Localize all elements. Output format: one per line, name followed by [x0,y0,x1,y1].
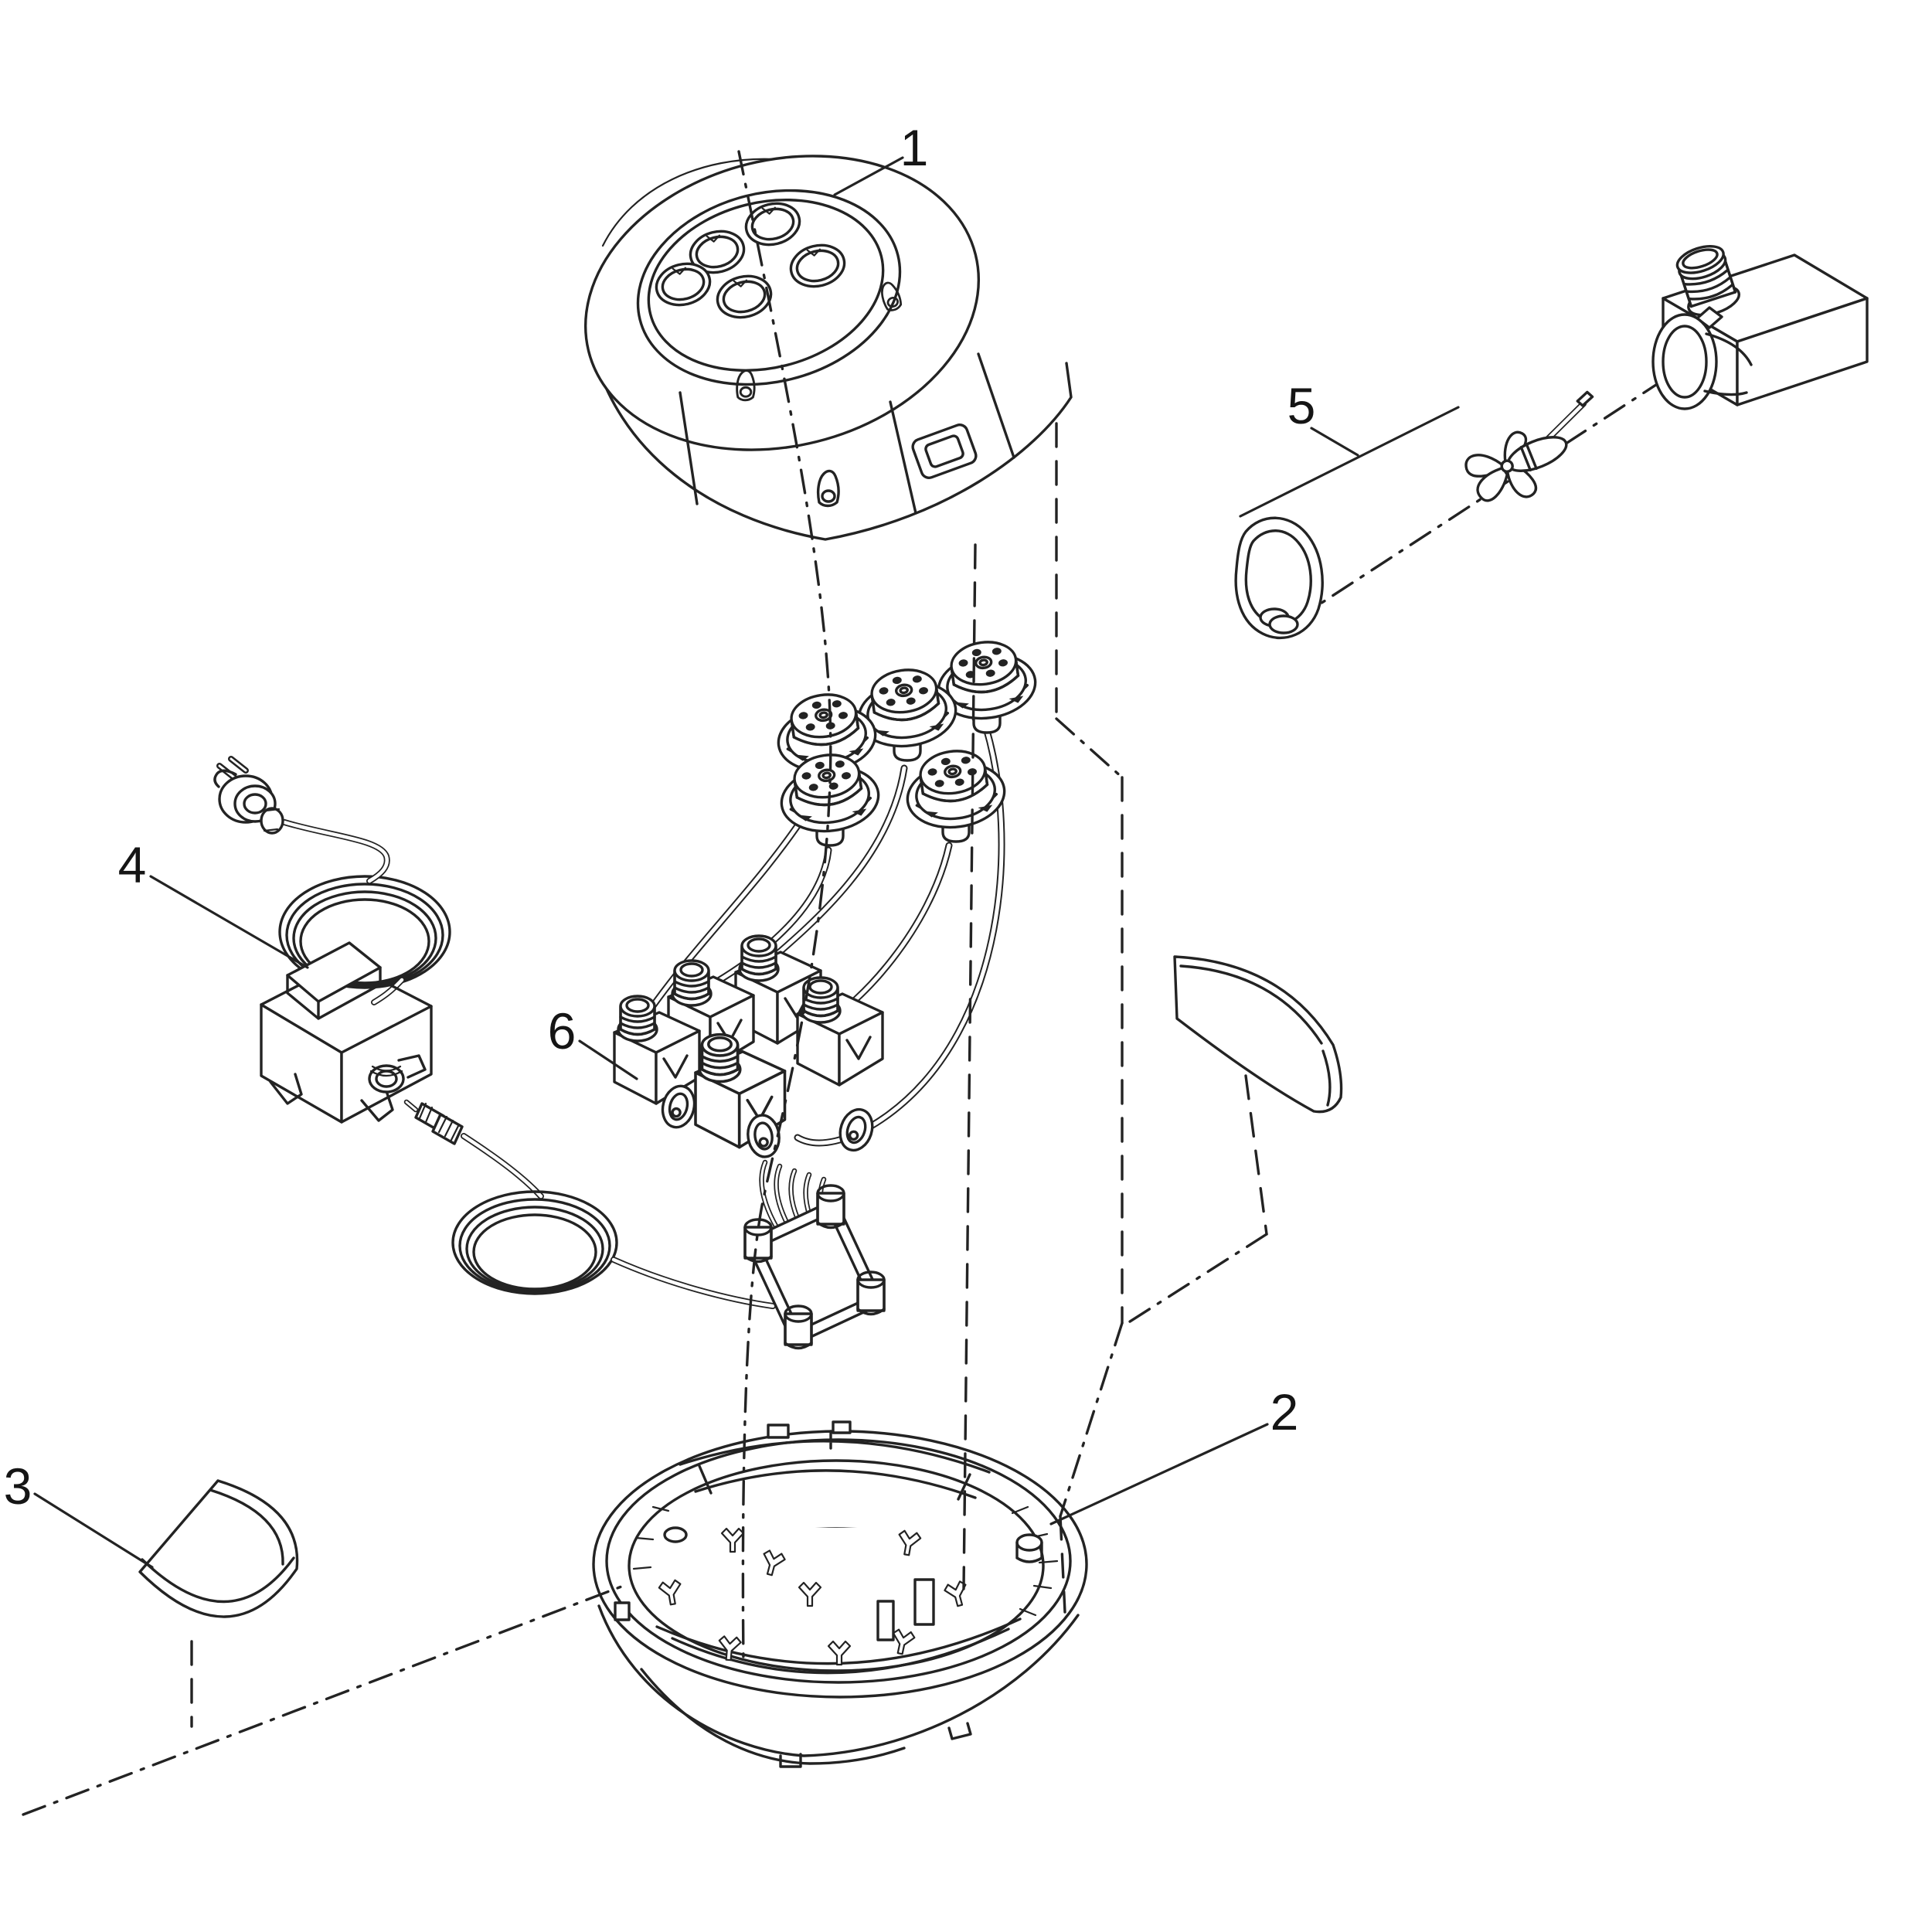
cable-connector [403,1099,464,1145]
callout-leader-6 [578,1039,638,1080]
cable-coil-1 [278,875,451,989]
low-voltage-port [368,1054,427,1094]
cover-ring [636,189,902,386]
callout-label-6: 6 [548,1002,577,1060]
callout-leader-1 [833,156,904,196]
mount-foot [360,1090,394,1122]
pump-cover [1234,516,1324,640]
part-basin [592,1420,1088,1768]
guide-float-right [1244,1074,1268,1236]
cover-port [911,423,978,479]
callout-label-3: 3 [4,1458,32,1515]
cover-skirt [590,345,1073,541]
pump-outlet-neck [1675,244,1740,317]
part-valve-cluster [613,934,884,1161]
cover-facet [679,352,1015,515]
connector-block [743,1159,886,1350]
hose-eyelet [833,1104,879,1156]
part-top-cover [583,155,1073,541]
cover-rim-inner-line [601,158,776,247]
callout-leader-5 [1310,427,1359,457]
center-axis [737,150,832,1665]
basin-skirt-lip [640,1668,906,1765]
cover-vent [816,469,840,508]
part-pump-assembly [1234,244,1869,640]
callout-leader-4 [149,875,309,969]
power-plug [213,756,284,835]
callout-label-5: 5 [1287,377,1316,434]
part-float-left [138,1479,299,1618]
basin-posts [614,1420,1043,1641]
pump-clamp [1651,306,1753,410]
pump-body [1651,244,1869,410]
callout-layer: 1 2 3 4 5 6 [4,119,1460,1569]
callout-label-1: 1 [900,119,929,176]
pump-impeller [1464,390,1594,502]
mount-foot [269,1073,303,1105]
assembly-guide-lines [22,150,1268,1816]
callout-label-2: 2 [1270,1383,1299,1440]
callout-bracket-5 [1239,406,1460,518]
basin-wall [628,1459,1045,1672]
cable-to-block [611,1257,776,1309]
basin-back-wall [679,1430,991,1501]
callout-label-4: 4 [118,836,147,893]
basin-notch [779,1722,972,1768]
solenoid-valve [796,976,884,1087]
guide-right-inner [962,543,977,1590]
basin-skirt [597,1604,1080,1757]
callout-leader-3 [33,1492,154,1569]
power-cord [281,819,390,884]
cover-face [647,198,885,372]
cable-coil-2 [451,1190,618,1295]
pump-axis [1306,379,1665,614]
part-transformer [213,756,776,1309]
transformer-box [260,941,433,1124]
part-float-right [1173,955,1343,1114]
basin-inner-rim [605,1438,1072,1684]
cover-outer-rim [583,155,981,451]
callout-leader-2 [1049,1423,1269,1526]
